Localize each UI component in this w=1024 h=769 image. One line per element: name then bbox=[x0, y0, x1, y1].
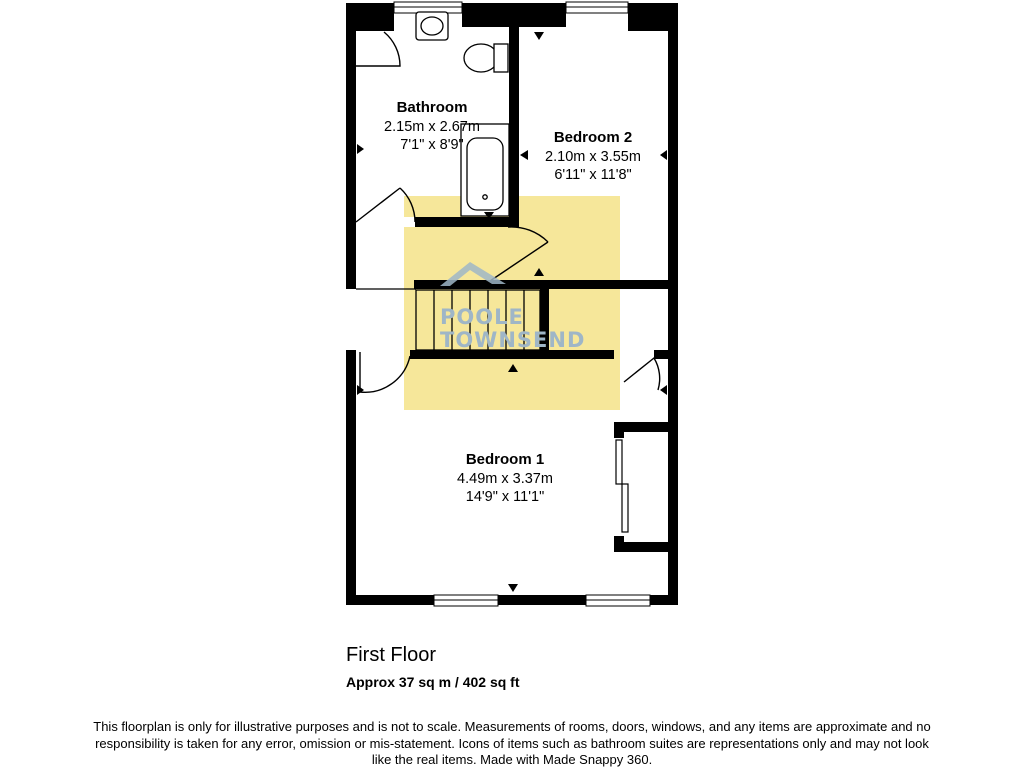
wardrobe-wall bbox=[614, 422, 624, 438]
door-swing bbox=[355, 187, 416, 223]
doors bbox=[355, 31, 661, 393]
room-metric-bedroom1: 4.49m x 3.37m bbox=[457, 471, 553, 487]
outer-wall-bottom bbox=[346, 595, 678, 605]
toilet-bowl bbox=[463, 43, 499, 73]
bath-drain bbox=[482, 194, 488, 200]
room-imperial-bathroom: 7'1" x 8'9" bbox=[400, 137, 463, 153]
room-name-bathroom: Bathroom bbox=[397, 99, 468, 116]
door-swing bbox=[356, 31, 401, 67]
floor-area: Approx 37 sq m / 402 sq ft bbox=[346, 674, 520, 690]
measurement-arrows bbox=[357, 32, 667, 592]
floorplan: POOLE TOWNSEND Bathroom 2.15m x 2.67m 7'… bbox=[345, 1, 678, 607]
door-gap bbox=[390, 217, 415, 227]
floor-title: First Floor bbox=[346, 644, 436, 666]
bathroom-bottom-wall bbox=[414, 217, 519, 227]
wardrobe-wall bbox=[614, 536, 624, 552]
landing-wall-top bbox=[414, 280, 678, 289]
bathroom-fixtures bbox=[415, 11, 510, 217]
watermark-background bbox=[404, 196, 620, 410]
room-metric-bathroom: 2.15m x 2.67m bbox=[384, 119, 480, 135]
wall-pier bbox=[346, 3, 394, 31]
staircase bbox=[356, 288, 541, 351]
sink-basin bbox=[420, 16, 444, 36]
door-swing bbox=[623, 356, 661, 391]
outer-wall-right bbox=[668, 3, 678, 605]
door-gap bbox=[345, 289, 357, 350]
house-icon bbox=[440, 262, 506, 286]
cupboard-wall bbox=[654, 350, 668, 359]
landing-wall-bottom bbox=[410, 350, 614, 359]
room-metric-bedroom2: 2.10m x 3.55m bbox=[545, 149, 641, 165]
bathtub-inner bbox=[466, 137, 504, 211]
door-swing bbox=[489, 226, 549, 282]
watermark-logo: POOLE TOWNSEND bbox=[440, 262, 585, 352]
watermark-line2: TOWNSEND bbox=[440, 328, 585, 352]
wardrobe-wall bbox=[614, 542, 668, 552]
wardrobe-doors bbox=[615, 439, 629, 533]
partition-bathroom-bedroom2 bbox=[509, 13, 519, 227]
watermark-line1: POOLE bbox=[440, 305, 524, 329]
toilet-cistern bbox=[493, 43, 509, 73]
room-name-bedroom2: Bedroom 2 bbox=[554, 129, 632, 146]
room-name-bedroom1: Bedroom 1 bbox=[466, 451, 544, 468]
room-imperial-bedroom1: 14'9" x 11'1" bbox=[466, 489, 544, 505]
disclaimer: This floorplan is only for illustrative … bbox=[93, 719, 931, 767]
wardrobe-wall bbox=[614, 422, 668, 432]
room-imperial-bedroom2: 6'11" x 11'8" bbox=[554, 167, 631, 183]
stair-wall bbox=[540, 289, 549, 350]
door-swing bbox=[359, 352, 411, 393]
wall-pier bbox=[628, 3, 678, 31]
